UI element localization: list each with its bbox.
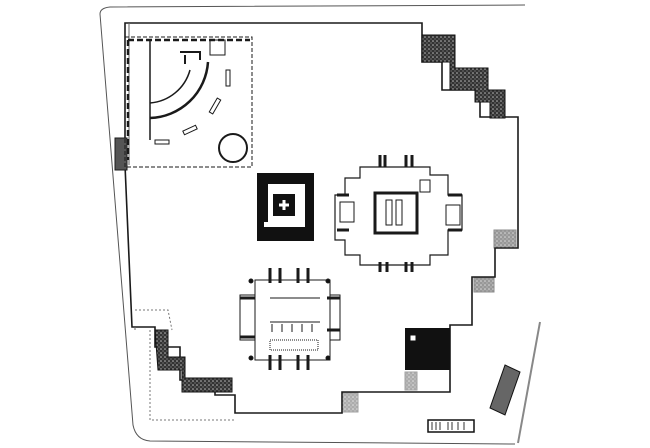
courtyard-square: [257, 173, 314, 241]
cross-building-right: [334, 155, 463, 272]
pavilion-upper-left: [124, 36, 253, 168]
site-boundary-right: [517, 321, 541, 444]
site-boundary: [99, 4, 526, 445]
planter-top-right: [421, 34, 506, 119]
dark-block: [405, 328, 450, 370]
cross-building-lower: [239, 268, 341, 370]
bench-bottom: [427, 419, 475, 433]
ramp-right: [489, 364, 521, 416]
planter-bottom-left: [154, 329, 233, 393]
